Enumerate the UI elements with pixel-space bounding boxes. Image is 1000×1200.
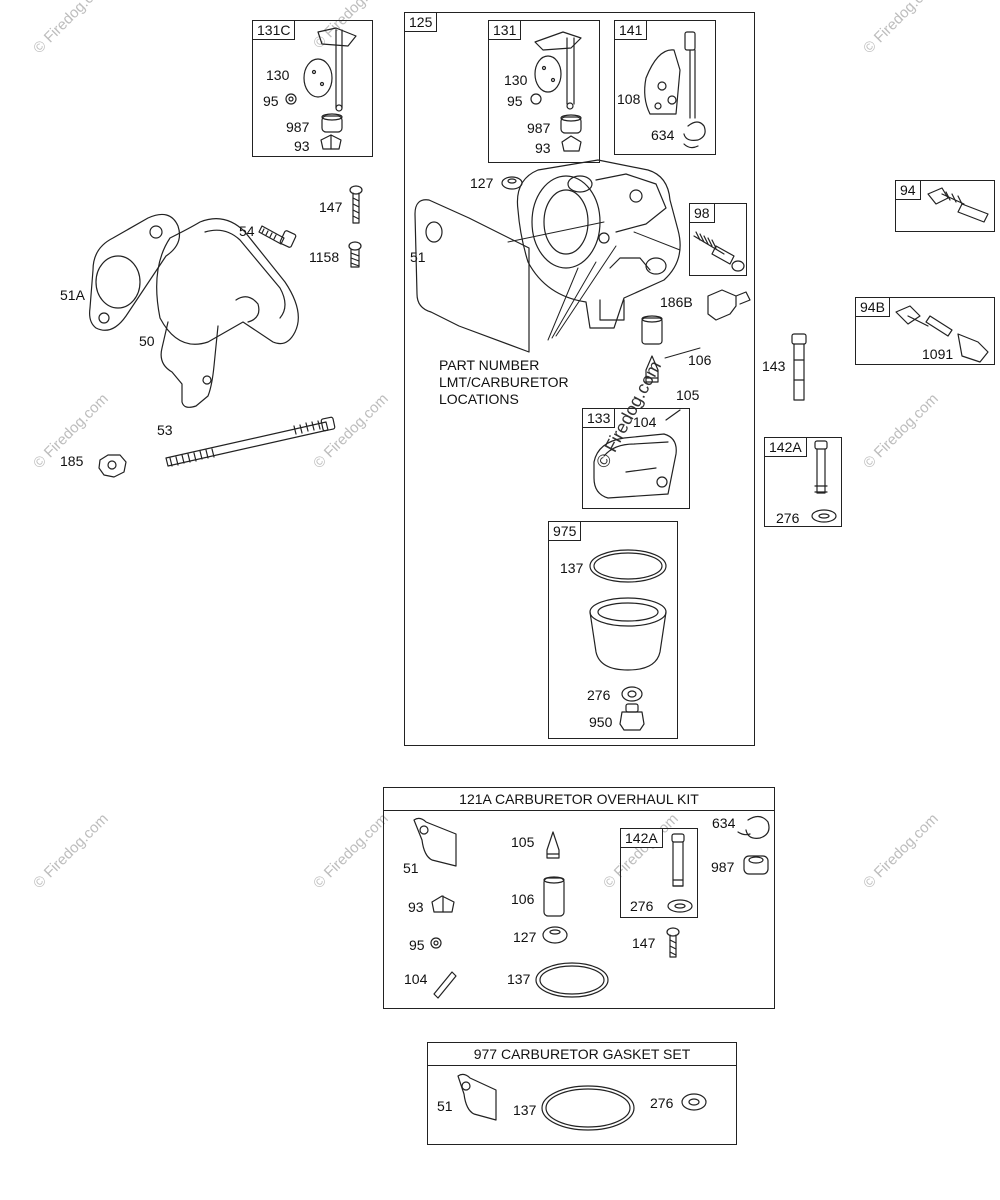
part-label: 147 <box>319 199 343 215</box>
watermark: © Firedog.com <box>860 810 942 893</box>
gasket-51a-drawing <box>90 214 180 330</box>
watermark: © Firedog.com <box>30 0 112 58</box>
box-tag-125: 125 <box>405 13 438 32</box>
part-label: 143 <box>762 358 786 374</box>
gasket-set-title: 977 CARBURETOR GASKET SET <box>428 1043 736 1066</box>
box-94b: 94B <box>855 297 995 365</box>
part-label: 1158 <box>309 249 340 265</box>
part-label: 950 <box>589 714 613 730</box>
part-label: 130 <box>504 72 528 88</box>
part-label: 51 <box>403 860 419 876</box>
part-label: 137 <box>507 971 531 987</box>
part-label: 147 <box>632 935 656 951</box>
part-label: 95 <box>507 93 523 109</box>
part-label: 51A <box>60 287 85 303</box>
part-label: 106 <box>688 352 712 368</box>
emulsion-tube-143-drawing <box>792 334 806 400</box>
box-94: 94 <box>895 180 995 232</box>
part-label: 105 <box>676 387 700 403</box>
box-142a: 142A <box>764 437 842 527</box>
part-label: 634 <box>651 127 675 143</box>
part-label: 93 <box>294 138 310 154</box>
part-label: 127 <box>513 929 537 945</box>
screw-147-drawing <box>350 186 362 223</box>
box-tag-975: 975 <box>549 522 582 541</box>
box-tag-94b: 94B <box>856 298 890 317</box>
part-label: 276 <box>587 687 611 703</box>
box-133: 133 <box>582 408 690 509</box>
part-label: 276 <box>650 1095 674 1111</box>
note-line-2: LMT/CARBURETOR <box>439 374 569 390</box>
part-label: 93 <box>535 140 551 156</box>
part-label: 54 <box>239 223 255 239</box>
overhaul-kit-title: 121A CARBURETOR OVERHAUL KIT <box>384 788 774 811</box>
intake-elbow-50-drawing <box>157 219 299 408</box>
note-line-3: LOCATIONS <box>439 391 519 407</box>
box-141: 141 <box>614 20 716 155</box>
watermark: © Firedog.com <box>860 390 942 473</box>
watermark: © Firedog.com <box>310 390 392 473</box>
note-line-1: PART NUMBER <box>439 357 540 373</box>
part-label: 108 <box>617 91 641 107</box>
part-label: 276 <box>776 510 800 526</box>
nut-185-drawing <box>99 455 126 477</box>
part-label: 276 <box>630 898 654 914</box>
box-tag-142a-kit: 142A <box>621 829 663 848</box>
part-label: 634 <box>712 815 736 831</box>
box-142a-kit: 142A <box>620 828 698 918</box>
box-131c: 131C <box>252 20 373 157</box>
box-tag-98: 98 <box>690 204 715 223</box>
part-label: 104 <box>633 414 657 430</box>
part-label: 104 <box>404 971 428 987</box>
part-label: 53 <box>157 422 173 438</box>
box-tag-133: 133 <box>583 409 616 428</box>
box-tag-94: 94 <box>896 181 921 200</box>
part-label: 50 <box>139 333 155 349</box>
part-label: 987 <box>527 120 551 136</box>
part-label: 130 <box>266 67 290 83</box>
part-label: 93 <box>408 899 424 915</box>
part-label: 1091 <box>922 346 954 362</box>
part-label: 137 <box>560 560 584 576</box>
part-label: 127 <box>470 175 494 191</box>
screw-1158-drawing <box>349 242 361 267</box>
part-label: 106 <box>511 891 535 907</box>
watermark: © Firedog.com <box>860 0 942 58</box>
part-label: 185 <box>60 453 84 469</box>
part-label: 186B <box>660 294 693 310</box>
part-label: 105 <box>511 834 535 850</box>
box-tag-131: 131 <box>489 21 522 40</box>
part-label: 137 <box>513 1102 537 1118</box>
part-label: 987 <box>286 119 310 135</box>
part-label: 51 <box>410 249 426 265</box>
box-98: 98 <box>689 203 747 276</box>
watermark: © Firedog.com <box>310 810 392 893</box>
screw-54-drawing <box>259 226 296 248</box>
box-125: 125 <box>404 12 755 746</box>
box-975: 975 <box>548 521 678 739</box>
watermark: © Firedog.com <box>30 810 112 893</box>
part-label: 987 <box>711 859 735 875</box>
box-tag-142a: 142A <box>765 438 807 457</box>
box-tag-141: 141 <box>615 21 648 40</box>
overhaul-kit-box: 121A CARBURETOR OVERHAUL KIT <box>383 787 775 1009</box>
box-tag-131c: 131C <box>253 21 296 40</box>
gasket-set-box: 977 CARBURETOR GASKET SET <box>427 1042 737 1145</box>
part-label: 51 <box>437 1098 453 1114</box>
part-label: 95 <box>409 937 425 953</box>
part-label: 95 <box>263 93 279 109</box>
